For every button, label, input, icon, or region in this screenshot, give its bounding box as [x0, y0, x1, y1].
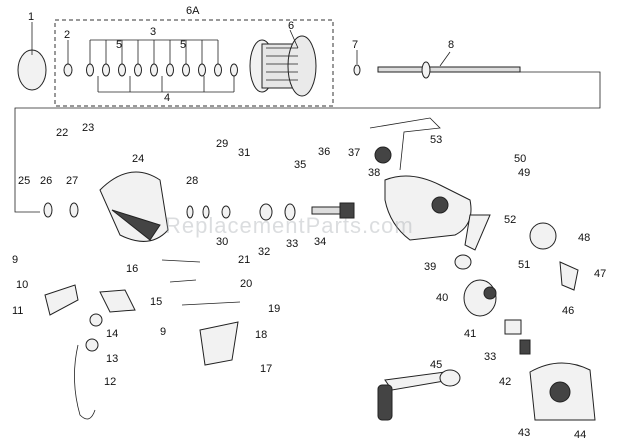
part-labels: 1 2 3 4 5 5 6 6A 7 8 9 9 10 11 12 13 14 …: [12, 5, 606, 441]
label-8: 8: [448, 39, 454, 51]
label-17: 17: [260, 363, 272, 375]
part-13-shape: [85, 338, 99, 352]
washer-row: [43, 202, 296, 221]
label-33a: 33: [286, 238, 298, 250]
part-52-shape: [464, 214, 491, 251]
part-40-gear: [463, 279, 497, 317]
label-40: 40: [436, 292, 448, 304]
label-23: 23: [82, 122, 94, 134]
label-26: 26: [40, 175, 52, 187]
spool-washers: [86, 63, 238, 77]
label-22: 22: [56, 127, 68, 139]
label-4: 4: [164, 92, 170, 104]
label-36: 36: [318, 146, 330, 158]
label-53: 53: [430, 134, 442, 146]
label-9a: 9: [12, 254, 18, 266]
label-28: 28: [186, 175, 198, 187]
part-6-spool: [249, 35, 317, 97]
label-15: 15: [150, 296, 162, 308]
part-53-body: [369, 117, 472, 241]
label-47: 47: [594, 268, 606, 280]
label-14: 14: [106, 328, 118, 340]
label-46: 46: [562, 305, 574, 317]
part-41-shaft: [504, 319, 531, 355]
label-6: 6: [288, 20, 294, 32]
part-18-shape: [199, 321, 239, 366]
part-48-knob: [529, 222, 557, 250]
label-10: 10: [16, 279, 28, 291]
part-15-shape: [99, 289, 136, 313]
label-7: 7: [352, 39, 358, 51]
part-12-spring: [74, 344, 96, 420]
label-41: 41: [464, 328, 476, 340]
leader-lines: [31, 22, 451, 93]
label-37: 37: [348, 147, 360, 159]
part-1-shape: [17, 49, 47, 91]
label-43: 43: [518, 427, 530, 439]
label-12: 12: [104, 376, 116, 388]
label-31: 31: [238, 147, 250, 159]
label-42: 42: [499, 376, 511, 388]
label-49: 49: [518, 167, 530, 179]
label-35: 35: [294, 159, 306, 171]
label-1: 1: [28, 11, 34, 23]
part-2-shape: [63, 63, 73, 77]
label-52: 52: [504, 214, 516, 226]
label-50: 50: [514, 153, 526, 165]
part-42-cover: [529, 362, 596, 421]
label-3: 3: [150, 26, 156, 38]
label-18: 18: [255, 329, 267, 341]
part-11-shape: [44, 284, 79, 316]
label-48: 48: [578, 232, 590, 244]
label-5b: 5: [180, 39, 186, 51]
label-27: 27: [66, 175, 78, 187]
label-9b: 9: [160, 326, 166, 338]
part-47-shape: [559, 261, 579, 291]
label-21: 21: [238, 254, 250, 266]
label-2: 2: [64, 29, 70, 41]
label-34: 34: [314, 236, 326, 248]
label-38: 38: [368, 167, 380, 179]
part-21-shape: [161, 259, 201, 263]
part-24-rotor: [99, 171, 169, 242]
label-16: 16: [126, 263, 138, 275]
label-19: 19: [268, 303, 280, 315]
label-45: 45: [430, 359, 442, 371]
part-8-shaft: [377, 61, 521, 79]
watermark-text: ReplacementParts.com: [165, 213, 414, 238]
part-39-shape: [454, 254, 472, 270]
part-14-shape: [89, 313, 103, 327]
label-44: 44: [574, 429, 586, 441]
frame-line: [14, 71, 601, 213]
label-20: 20: [240, 278, 252, 290]
label-39: 39: [424, 261, 436, 273]
part-20-shape: [169, 279, 197, 283]
label-29: 29: [216, 138, 228, 150]
label-32: 32: [258, 246, 270, 258]
part-45-handle: [377, 369, 461, 421]
label-11: 11: [12, 305, 23, 317]
label-51: 51: [518, 259, 530, 271]
label-33b: 33: [484, 351, 496, 363]
label-25: 25: [18, 175, 30, 187]
part-34-pinion: [311, 202, 355, 219]
label-30: 30: [216, 236, 228, 248]
label-5a: 5: [116, 39, 122, 51]
label-24: 24: [132, 153, 144, 165]
part-7-shape: [353, 64, 361, 76]
label-6a: 6A: [186, 5, 200, 17]
label-13: 13: [106, 353, 118, 365]
part-19-shape: [181, 301, 241, 306]
